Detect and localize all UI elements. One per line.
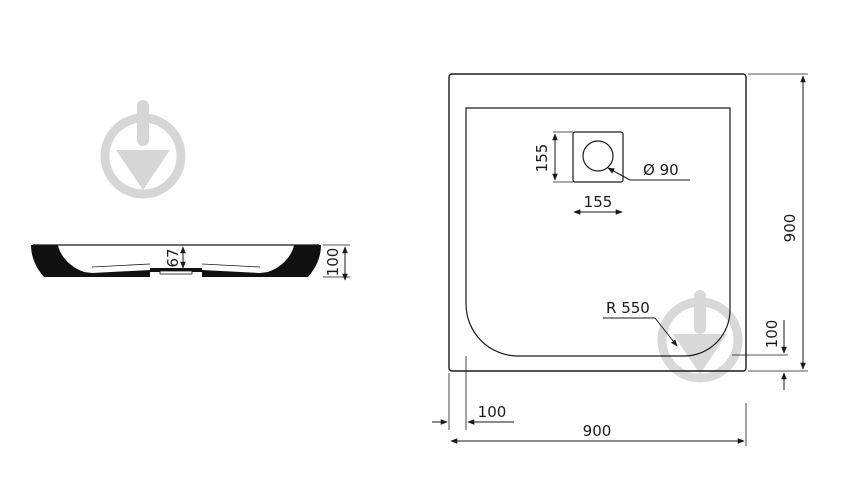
bottom-offset-label: 100 <box>763 320 781 349</box>
location-pin-watermark-icon <box>657 290 743 383</box>
location-pin-watermark-icon <box>100 100 186 199</box>
drain-width-label: 155 <box>584 193 613 211</box>
left-offset-label: 100 <box>478 403 507 421</box>
bottom-offset-dimension: 100 <box>732 320 788 390</box>
radius-leader: R 550 <box>603 299 678 347</box>
side-height-label: 100 <box>324 248 342 277</box>
overall-width-label: 900 <box>583 422 612 440</box>
drain-diameter-label: Ø 90 <box>643 161 679 179</box>
side-view-profile <box>31 244 321 277</box>
radius-label: R 550 <box>606 299 650 317</box>
side-depth-dimension: 67 <box>164 246 186 269</box>
side-depth-label: 67 <box>164 248 182 267</box>
overall-height-label: 900 <box>781 214 799 243</box>
side-height-dimension: 100 <box>323 244 350 281</box>
overall-height-dimension: 900 <box>748 73 808 372</box>
drain-width-dimension: 155 <box>573 193 623 215</box>
top-view-tray <box>448 73 747 372</box>
overall-width-dimension: 900 <box>450 403 747 446</box>
drain-diameter-leader: Ø 90 <box>607 161 690 181</box>
drain-height-dimension: 155 <box>533 131 573 183</box>
drain <box>572 131 624 183</box>
drain-height-label: 155 <box>533 144 551 173</box>
left-offset-dimension: 100 <box>432 356 514 430</box>
